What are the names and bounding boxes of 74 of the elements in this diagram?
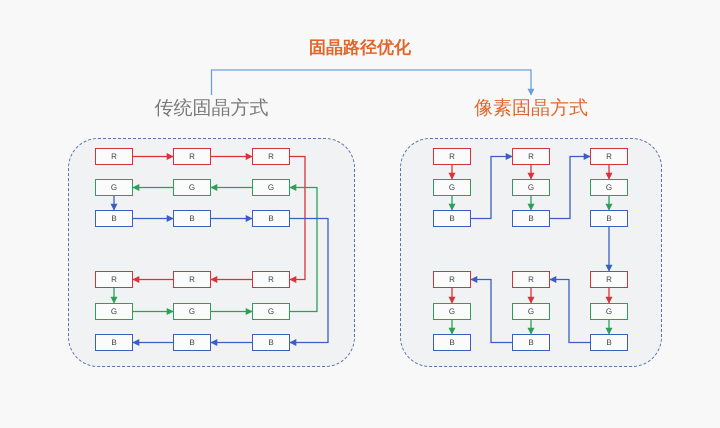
- chip-box: R: [252, 148, 290, 165]
- chip-box: G: [590, 179, 628, 196]
- arrow: [110, 196, 118, 211]
- chip-box: B: [512, 210, 550, 227]
- arrow: [211, 215, 253, 222]
- arrow: [132, 184, 173, 191]
- arrow: [606, 165, 612, 180]
- arrow: [470, 276, 512, 344]
- arrow: [471, 153, 513, 220]
- arrow: [528, 165, 534, 180]
- arrow: [606, 320, 612, 335]
- chip-box: G: [95, 179, 133, 196]
- chip-box: B: [173, 334, 211, 351]
- chip-box: G: [512, 303, 550, 320]
- chip-box: B: [590, 210, 628, 227]
- chip-box: G: [173, 179, 211, 196]
- arrow: [606, 288, 612, 304]
- diagram-title: 固晶路径优化: [308, 37, 412, 59]
- arrow: [133, 215, 174, 222]
- chip-box: R: [173, 148, 211, 165]
- arrow: [289, 156, 306, 283]
- chip-box: B: [95, 334, 133, 351]
- chip-box: R: [590, 271, 628, 288]
- arrow: [210, 339, 252, 346]
- bracket-connector: [210, 69, 534, 96]
- arrow: [528, 288, 534, 304]
- arrow: [132, 276, 173, 283]
- chip-box: G: [433, 303, 471, 320]
- arrow: [133, 308, 174, 315]
- chip-box: R: [512, 271, 550, 288]
- chip-box: R: [252, 271, 290, 288]
- group-heading: 传统固晶方式: [154, 97, 270, 121]
- arrow: [448, 320, 456, 335]
- arrow: [210, 184, 252, 191]
- arrow: [448, 196, 456, 211]
- chip-box: B: [252, 210, 290, 227]
- arrow: [549, 276, 590, 344]
- chip-box: B: [512, 334, 550, 351]
- chip-box: G: [433, 179, 471, 196]
- arrow: [528, 196, 534, 211]
- arrow: [448, 288, 456, 304]
- arrow: [289, 218, 329, 346]
- arrow: [110, 288, 118, 304]
- arrow: [606, 227, 612, 272]
- chip-box: G: [252, 179, 290, 196]
- arrow: [132, 339, 173, 346]
- group-heading: 像素固晶方式: [473, 97, 589, 121]
- chip-box: B: [433, 334, 471, 351]
- chip-box: G: [95, 303, 133, 320]
- chip-box: B: [173, 210, 211, 227]
- chip-box: R: [95, 148, 133, 165]
- chip-box: B: [433, 210, 471, 227]
- arrow: [448, 165, 456, 180]
- arrow: [289, 184, 318, 312]
- chip-box: R: [95, 271, 133, 288]
- chip-box: R: [512, 148, 550, 165]
- chip-box: R: [433, 148, 471, 165]
- arrow: [528, 320, 534, 335]
- arrow: [133, 153, 174, 160]
- chip-box: R: [433, 271, 471, 288]
- chip-box: B: [590, 334, 628, 351]
- chip-box: G: [252, 303, 290, 320]
- arrow: [211, 153, 253, 160]
- chip-box: G: [173, 303, 211, 320]
- chip-box: R: [173, 271, 211, 288]
- chip-box: R: [590, 148, 628, 165]
- chip-box: B: [95, 210, 133, 227]
- arrow: [210, 276, 252, 283]
- chip-box: G: [512, 179, 550, 196]
- arrow: [606, 196, 612, 211]
- chip-box: B: [252, 334, 290, 351]
- arrow: [211, 308, 253, 315]
- arrow: [550, 153, 591, 220]
- chip-box: G: [590, 303, 628, 320]
